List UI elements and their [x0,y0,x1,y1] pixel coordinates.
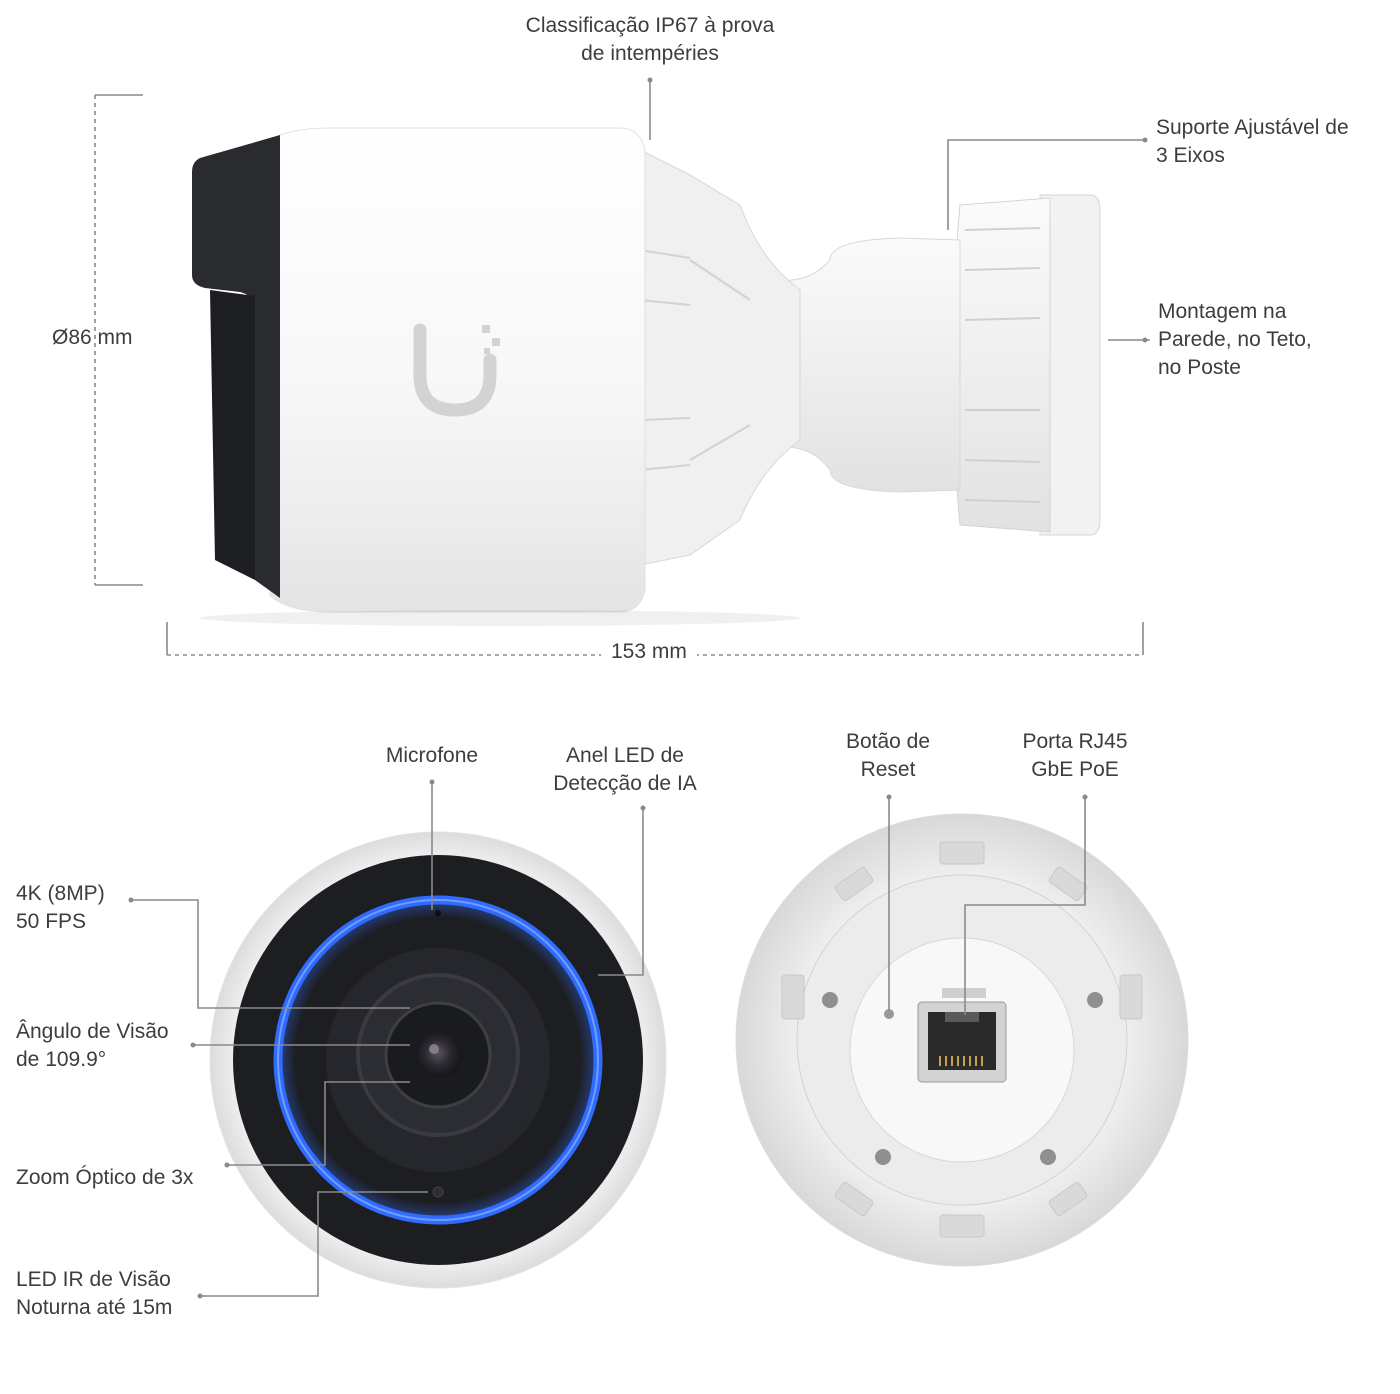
ip67-label: Classificação IP67 à prova de intempérie… [525,14,775,65]
mount-axes-label: Suporte Ajustável de 3 Eixos [1156,116,1349,167]
camera-side-view [192,127,1101,626]
rj45-label: Porta RJ45 GbE PoE [1022,730,1128,781]
callout-dots-top [647,77,1148,343]
callout-dots-bottom [128,779,1088,1299]
diameter-label: Ø86 mm [52,326,133,349]
fov-label: Ângulo de Visão de 109.9° [16,1020,169,1071]
resolution-label: 4K (8MP) 50 FPS [16,882,105,933]
zoom-label: Zoom Óptico de 3x [16,1166,194,1189]
microphone-label: Microfone [385,744,479,767]
mounting-label: Montagem na Parede, no Teto, no Poste [1158,300,1312,379]
camera-back-view [735,813,1189,1267]
length-label: 153 mm [601,640,697,664]
callout-lines-bottom [131,782,1086,1297]
ir-label: LED IR de Visão Noturna até 15m [16,1268,173,1319]
reset-label: Botão de Reset [845,730,931,781]
camera-front-view [209,831,667,1289]
led-ring-label: Anel LED de Detecção de IA [553,744,697,795]
